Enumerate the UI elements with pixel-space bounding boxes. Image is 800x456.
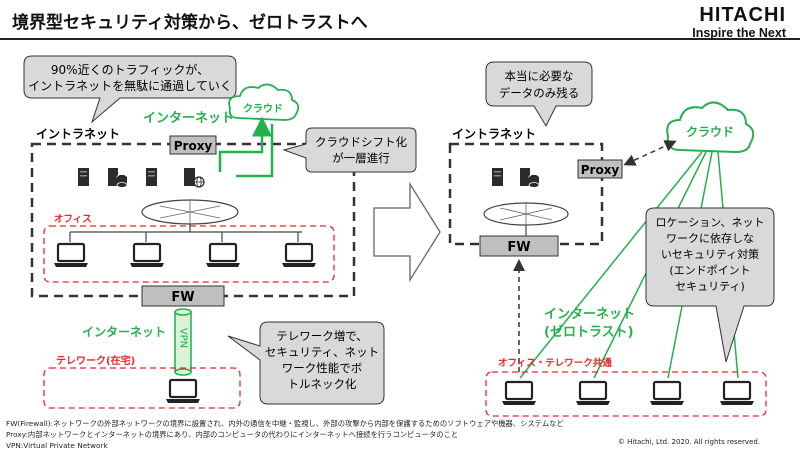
cloud-icon-right: クラウド [666, 101, 755, 154]
callout-traffic-line-1: 90%近くのトラフィックが、 [51, 62, 209, 77]
vpn-label: VPN [178, 328, 189, 348]
internet-label-left-2: インターネット [82, 325, 166, 339]
cloud-shift-path-2 [236, 124, 274, 178]
callout-location-line-3: いセキュリティ対策 [661, 247, 759, 261]
transition-arrow [373, 181, 441, 283]
intranet-label-right: イントラネット [452, 127, 536, 141]
fw-box-left [141, 285, 225, 307]
laptop-icon [204, 242, 242, 269]
callout-location-line-1: ロケーション、ネット [655, 216, 764, 229]
server-icon [78, 168, 89, 186]
db-server-icon [519, 167, 540, 188]
laptop-icon [164, 378, 202, 405]
telework-boundary [43, 367, 241, 409]
fw-label-right: FW [507, 240, 530, 255]
callout-data-line-2: データのみ残る [499, 86, 580, 100]
callout-cloud-shift-line-2: が一層進行 [332, 151, 390, 165]
laptop-icon [500, 380, 538, 407]
fw-box-right [479, 235, 559, 257]
callout-cloud-shift-line-1: クラウドシフト化 [315, 135, 407, 149]
proxy-label-right: Proxy [581, 163, 620, 177]
callout-data: 本当に必要な データのみ残る [485, 61, 593, 128]
callout-telework-line-2: セキュリティ、ネット [265, 345, 379, 359]
callout-location-line-5: セキュリティ) [675, 280, 745, 293]
page-title: 境界型セキュリティ対策から、ゼロトラストへ [12, 13, 368, 33]
callout-location: ロケーション、ネット ワークに依存しな いセキュリティ対策 (エンドポイント セ… [645, 207, 775, 363]
title-rule [0, 38, 800, 40]
callout-telework-line-4: トルネック化 [288, 377, 357, 391]
laptop-icon [52, 242, 90, 269]
fw-label-left: FW [171, 290, 194, 305]
logo-tagline: Inspire the Next [692, 26, 786, 40]
intranet-label-left: イントラネット [36, 127, 120, 141]
logo-name: HITACHI [699, 4, 786, 26]
callout-telework: テレワーク増で、 セキュリティ、ネット ワーク性能でボ トルネック化 [227, 321, 385, 405]
telework-label: テレワーク(在宅) [56, 354, 135, 367]
footnote-proxy: Proxy:内部ネットワークとインターネットの境界にあり、内部のコンピュータの代… [6, 430, 459, 439]
footnote-fw: FW(Firewall):ネットワークの外部ネットワークの境界に設置され、内外の… [6, 419, 564, 428]
office-telework-label: オフィス・テレワーク共通 [498, 357, 612, 369]
office-label: オフィス [54, 214, 92, 225]
server-icon [492, 168, 503, 186]
cloud-label-right: クラウド [686, 125, 734, 139]
callout-telework-line-3: ワーク性能でボ [282, 361, 363, 375]
internet-label-left: インターネット [143, 111, 234, 126]
proxy-box-right [577, 159, 623, 179]
cloud-shift-path [218, 116, 272, 172]
callout-location-line-4: (エンドポイント [669, 264, 750, 277]
web-server-icon [184, 168, 205, 188]
proxy-cloud-arrow [623, 140, 677, 166]
laptop-icon [718, 380, 756, 407]
callout-traffic: 90%近くのトラフィックが、 イントラネットを無駄に通過していく [23, 55, 237, 124]
laptop-icon [128, 242, 166, 269]
cloud-label-left: クラウド [243, 103, 283, 115]
footnote-vpn: VPN:Virtual Private Network [6, 441, 108, 450]
zero-trust-label: (ゼロトラスト) [544, 324, 634, 340]
callout-cloud-shift: クラウドシフト化 が一層進行 [282, 127, 417, 173]
callout-data-line-1: 本当に必要な [505, 69, 574, 83]
office-telework-boundary [485, 371, 767, 417]
laptop-icon [574, 380, 612, 407]
vpn-tunnel: VPN [174, 308, 192, 376]
footnotes: FW(Firewall):ネットワークの外部ネットワークの境界に設置され、内外の… [6, 418, 564, 451]
cloud-icon-left: クラウド [228, 83, 300, 121]
hitachi-logo: HITACHI Inspire the Next [692, 4, 786, 40]
callout-telework-line-1: テレワーク増で、 [276, 329, 368, 343]
server-icon [146, 168, 157, 186]
intranet-boundary-right [448, 142, 604, 246]
laptop-icon [280, 242, 318, 269]
laptop-icon [648, 380, 686, 407]
proxy-box-left [169, 135, 217, 155]
callout-traffic-line-2: イントラネットを無駄に通過していく [28, 78, 232, 93]
callout-location-line-2: ワークに依存しな [666, 231, 754, 245]
proxy-label-left: Proxy [174, 139, 213, 153]
db-server-icon [107, 167, 128, 188]
internet-label-right: インターネット [544, 307, 635, 322]
copyright: © Hitachi, Ltd. 2020. All rights reserve… [617, 438, 760, 446]
